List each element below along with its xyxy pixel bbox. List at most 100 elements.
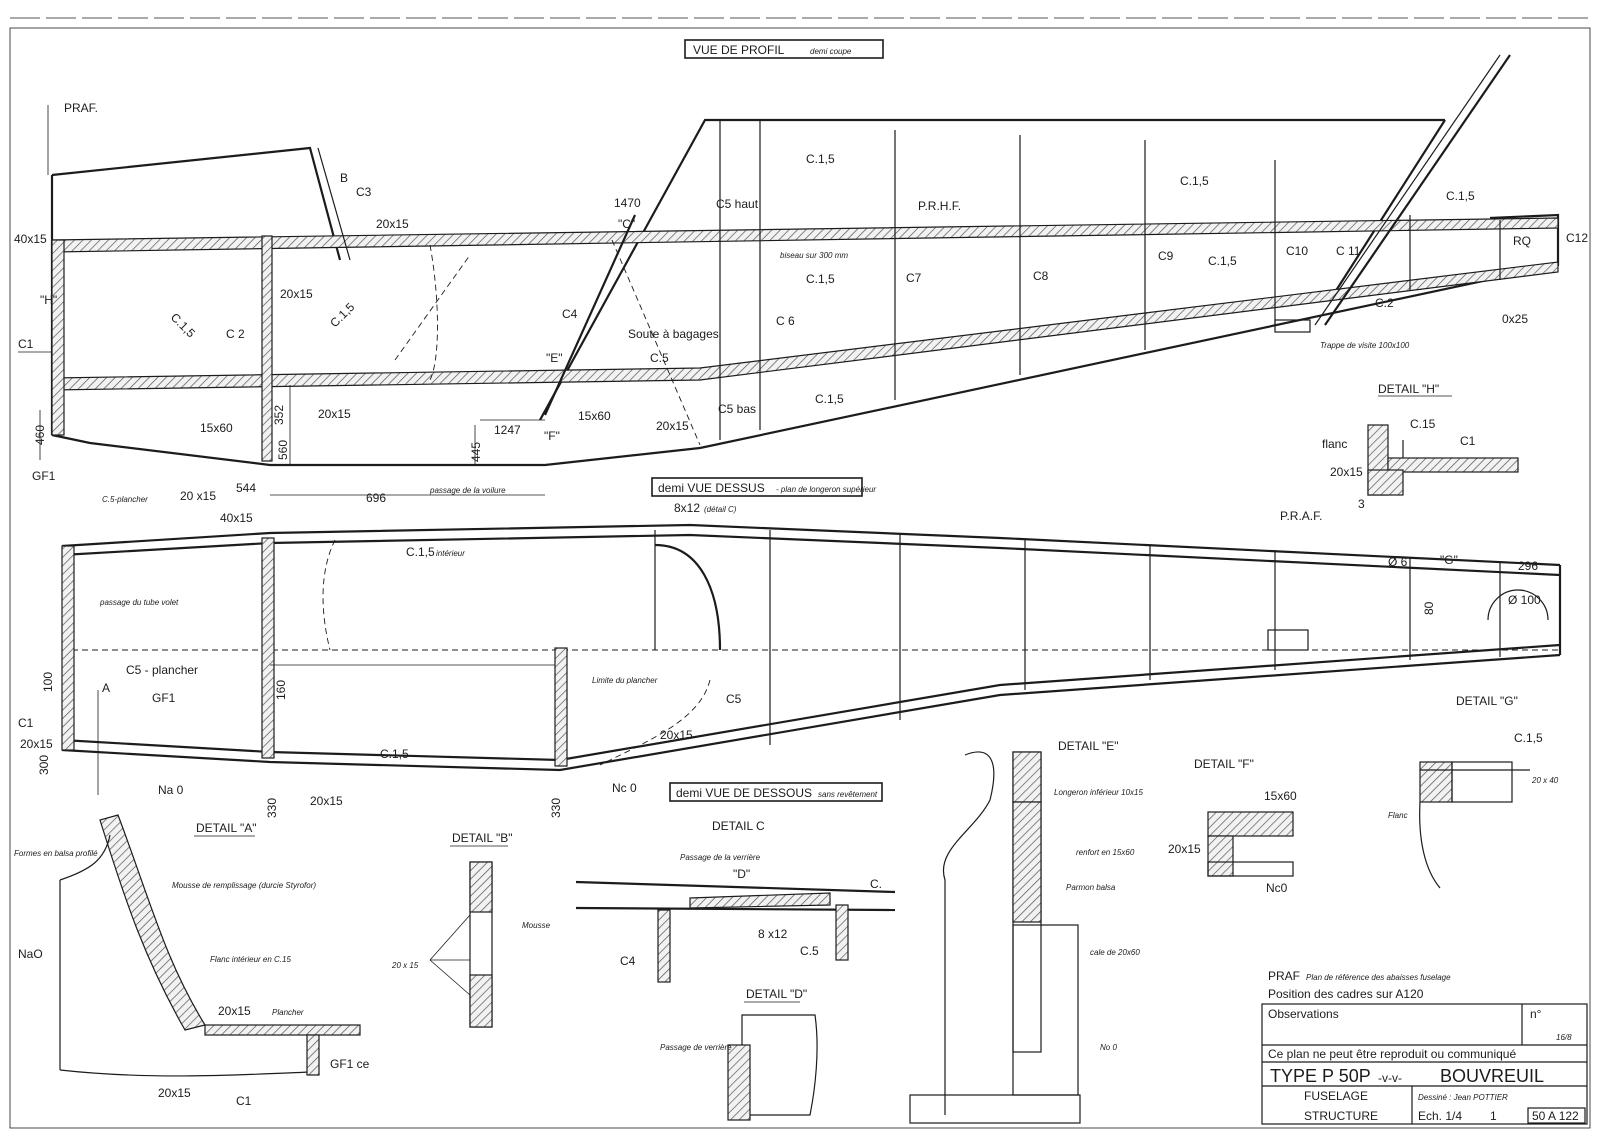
label-460: 460 — [33, 425, 47, 445]
label-c15-a: C.1,5 — [168, 310, 198, 340]
tb-ref: 50 A 122 — [1532, 1109, 1579, 1123]
detail-a-plancher — [204, 1024, 361, 1036]
label-c10: C10 — [1286, 244, 1308, 258]
top-label-c1: C1 — [18, 716, 34, 730]
label-c15-c: C.1,5 — [806, 152, 835, 166]
label-c3: C3 — [356, 185, 372, 199]
note-passage-voilure: passage de la voilure — [429, 486, 506, 495]
top-label-80: 80 — [1422, 601, 1436, 615]
label-soute: Soute à bagages — [628, 327, 719, 341]
tb-structure: STRUCTURE — [1304, 1109, 1378, 1123]
label-gf1: GF1 — [32, 469, 56, 483]
label-352: 352 — [272, 405, 286, 425]
detail-c-title: DETAIL C — [712, 819, 765, 833]
tb-n: n° — [1530, 1007, 1542, 1021]
tb-fuselage: FUSELAGE — [1304, 1089, 1368, 1103]
top-label-c15-sub: intérieur — [436, 549, 465, 558]
detail-h-flanc-label: flanc — [1322, 437, 1347, 451]
cockpit-curve-top — [322, 539, 336, 651]
top-label-20x15-a: 20x15 — [20, 737, 53, 751]
top-label-nc0: Nc 0 — [612, 781, 637, 795]
profile-title-sub: demi coupe — [810, 47, 852, 56]
detail-c-cdot: C. — [870, 877, 882, 891]
detail-h-title: DETAIL "H" — [1378, 382, 1439, 396]
rudder-strut — [1324, 54, 1511, 326]
detail-a-plancher-label: Plancher — [272, 1008, 304, 1017]
label-c1: C1 — [18, 337, 34, 351]
label-40x15: 40x15 — [14, 232, 47, 246]
top-label-c15: C.1,5 — [380, 747, 409, 761]
detail-c-8x12: 8 x12 — [758, 927, 788, 941]
detail-g-c15: C.1,5 — [1514, 731, 1543, 745]
plan-view: demi VUE DESSUS - plan de longeron supér… — [18, 477, 1562, 818]
top-note-limite: Limite du plancher — [592, 676, 658, 685]
detail-h: DETAIL "H" flanc C.15 C1 20x15 3 P.R.A.F… — [1280, 382, 1519, 523]
top-upper-edge-inner — [61, 533, 1561, 577]
detail-d-post — [727, 1044, 751, 1121]
detail-a-gf1: GF1 ce — [330, 1057, 370, 1071]
detail-c-c5-post — [835, 904, 849, 961]
label-c15-e: C.1,5 — [815, 392, 844, 406]
detail-f-15x60: 15x60 — [1264, 789, 1297, 803]
bottom-title-sub: sans revêtement — [818, 790, 878, 799]
label-1470: 1470 — [614, 196, 641, 210]
top-label-c15: C.1,5 — [406, 545, 435, 559]
cockpit-outline — [51, 146, 342, 261]
tail-ring — [1487, 589, 1549, 621]
label-c12: C12 — [1566, 231, 1588, 245]
label-rq: RQ — [1513, 234, 1531, 248]
label-c11: C 11 — [1336, 244, 1361, 258]
tb-date: 16/8 — [1556, 1033, 1572, 1042]
detail-h-block — [1367, 469, 1404, 496]
detail-e-title: DETAIL "E" — [1058, 739, 1119, 753]
label-560: 560 — [276, 440, 290, 460]
top-title: demi VUE DESSUS — [658, 481, 765, 495]
top-note-passage: passage du tube volet — [99, 598, 179, 607]
label-c6: C 6 — [776, 314, 795, 328]
label-c15-g: C.1,5 — [1208, 254, 1237, 268]
detail-e: DETAIL "E" Longeron inférieur 10x15 renf… — [909, 739, 1144, 1124]
frame-c4 — [543, 214, 637, 416]
detail-a: DETAIL "A" NaO 20x15 20x15 Plancher GF1 … — [14, 814, 370, 1108]
label-15x60-a: 15x60 — [200, 421, 233, 435]
top-label-20x15-c: 20x15 — [310, 794, 343, 808]
detail-d-title: DETAIL "D" — [746, 987, 807, 1001]
top-label-300: 300 — [37, 755, 51, 775]
tb-position: Position des cadres sur A120 — [1268, 987, 1424, 1001]
top-label-8x12: 8x12 — [674, 501, 700, 515]
top-upper-edge — [61, 523, 1561, 567]
tb-copyright: Ce plan ne peut être reproduit ou commun… — [1268, 1047, 1516, 1061]
detail-a-foam — [99, 814, 206, 1031]
detail-a-c1: C1 — [236, 1094, 252, 1108]
top-label-gf1: GF1 — [152, 691, 176, 705]
bottom-lower-edge-inner — [61, 643, 1561, 762]
label-20x15-d: 20x15 — [656, 419, 689, 433]
tb-dessine: Dessiné : Jean POTTIER — [1418, 1093, 1508, 1102]
label-c7: C7 — [906, 271, 922, 285]
label-544: 544 — [236, 481, 256, 495]
detail-a-title: DETAIL "A" — [196, 821, 257, 835]
top-label-100: 100 — [41, 672, 55, 692]
detail-g-20x40: 20 x 40 — [1531, 776, 1559, 785]
detail-d-note: Passage de verrière — [660, 1043, 732, 1052]
top-label-40x15: 40x15 — [220, 511, 253, 525]
bottom-title: demi VUE DE DESSOUS — [676, 786, 812, 800]
detail-g: DETAIL "G" C.1,5 20 x 40 Flanc — [1388, 694, 1559, 889]
profile-title-box — [684, 39, 884, 59]
detail-a-note3: Flanc intérieur en C.15 — [210, 955, 291, 964]
plan-frame-c4 — [554, 647, 568, 767]
label-696: 696 — [366, 491, 386, 505]
note-trappe: Trappe de visite 100x100 — [1320, 341, 1410, 350]
top-label-160: 160 — [274, 680, 288, 700]
detail-c: DETAIL C "D" C4 C.5 8 x12 C. Passage de … — [575, 819, 896, 983]
luggage-diagonal — [611, 239, 701, 446]
praf-label: PRAF. — [64, 101, 98, 115]
label-c15-h: C.1,5 — [1446, 189, 1475, 203]
detail-a-20x15-b: 20x15 — [158, 1086, 191, 1100]
label-c5-plancher: C.5-plancher — [102, 495, 148, 504]
label-b: B — [340, 171, 348, 185]
detail-a-note1: Formes en balsa profilé — [14, 849, 98, 858]
label-c5-bas: C5 bas — [718, 402, 756, 416]
